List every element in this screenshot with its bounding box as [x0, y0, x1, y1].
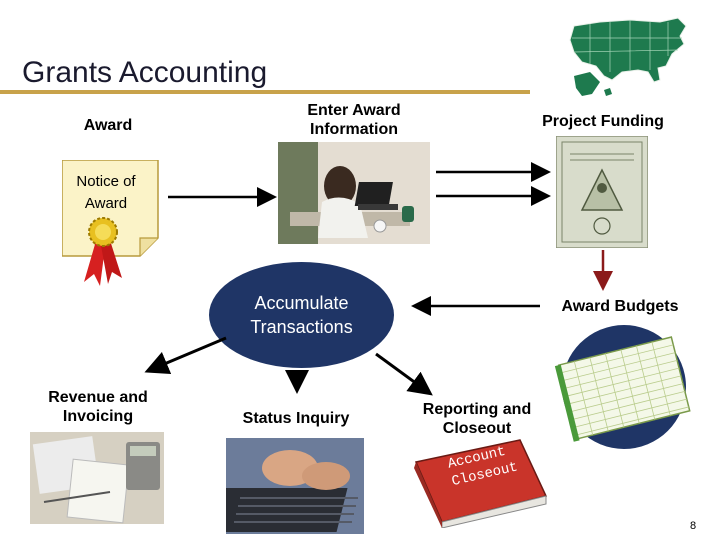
- arrow-to-revenue: [150, 338, 226, 370]
- page-number: 8: [690, 520, 696, 532]
- arrow-to-reporting: [376, 354, 428, 392]
